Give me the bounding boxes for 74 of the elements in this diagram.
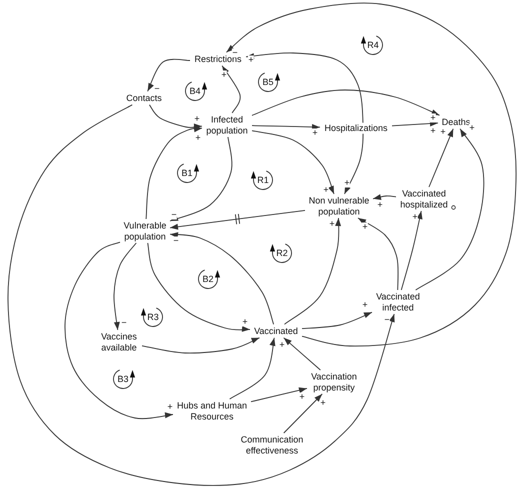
polarity-sign: + [194, 114, 200, 124]
variable-label: Hospitalizations [322, 122, 390, 134]
loop-label: R4 [367, 40, 379, 50]
polarity-sign: + [322, 186, 330, 194]
causal-link-arrow [147, 242, 250, 332]
variable-label: Infected population [204, 114, 250, 136]
causal-link-arrow [392, 120, 438, 127]
causal-link-arrow [170, 136, 232, 222]
polarity-sign: + [344, 178, 350, 188]
loop-label: R2 [276, 248, 288, 258]
causal-link-arrow [372, 194, 396, 200]
causal-link-arrow [252, 130, 334, 194]
variable-label: Contacts [124, 92, 164, 104]
causal-link-arrow [222, 65, 241, 114]
polarity-sign: + [220, 70, 228, 80]
variable-label: Vaccinated hospitalized [398, 188, 450, 210]
polarity-sign: + [362, 222, 368, 232]
polarity-sign: + [468, 124, 476, 132]
causal-link-arrow [226, 2, 517, 346]
loop-label: B1 [182, 168, 192, 178]
causal-link-arrow [252, 124, 320, 130]
polarity-sign: + [430, 126, 436, 136]
variable-label: Vulnerable population [122, 220, 168, 242]
polarity-sign: + [376, 200, 384, 210]
causal-link-arrow [170, 232, 274, 325]
causal-link-arrow [64, 242, 174, 420]
causal-link-arrow [146, 126, 202, 220]
polarity-sign: + [278, 340, 286, 350]
polarity-sign: + [166, 402, 174, 412]
variable-label: Deaths [440, 116, 472, 128]
polarity-sign: + [362, 300, 368, 310]
polarity-sign: + [440, 128, 446, 136]
causal-link-arrow [358, 218, 399, 290]
causal-link-arrow [252, 90, 440, 116]
variable-label: Vaccinated [252, 326, 300, 336]
variable-label: Vaccinated infected [374, 292, 422, 312]
variable-label: Vaccination propensity [309, 372, 359, 392]
polarity-sign: + [194, 134, 202, 142]
loop-label: R3 [147, 312, 159, 322]
causal-link-arrow [229, 337, 276, 400]
variable-label: Communication effectiveness [239, 434, 305, 456]
causal-link-arrow [142, 337, 260, 354]
causal-link-arrow [170, 210, 306, 230]
polarity-sign: + [320, 398, 326, 408]
causal-link-arrow [246, 52, 364, 194]
causal-link-arrow [415, 128, 484, 290]
polarity-sign: + [328, 220, 336, 228]
polarity-sign: + [248, 56, 254, 64]
causal-link-arrow [250, 387, 308, 402]
causal-link-arrow [428, 128, 454, 188]
causal-link-arrow [114, 242, 137, 330]
causal-link-arrow [302, 312, 372, 330]
variable-label: Hubs and Human Resources [175, 400, 249, 422]
polarity-sign: + [242, 318, 248, 326]
causal-link-arrow [148, 104, 202, 130]
polarity-sign: + [412, 212, 418, 222]
polarity-sign: + [430, 114, 436, 122]
variable-label: Vaccines available [98, 332, 140, 352]
loop-label: B5 [262, 77, 274, 87]
loop-label: R1 [257, 175, 269, 185]
causal-link-arrow [284, 218, 342, 325]
loop-label: B2 [202, 274, 214, 284]
causal-link-arrow [8, 104, 395, 486]
variable-label: Restrictions [192, 54, 244, 64]
causal-link-arrow [400, 210, 422, 290]
causal-link-arrow [283, 394, 323, 434]
polarity-sign: + [298, 392, 306, 402]
causal-link-arrow [147, 58, 190, 92]
polarity-sign: + [312, 128, 318, 138]
loop-label: B4 [190, 86, 200, 96]
polarity-sign: − [232, 48, 238, 58]
loop-label: B3 [118, 374, 128, 384]
variable-label: Non vulnerable population [307, 196, 371, 216]
causal-link-arrow [283, 337, 321, 370]
